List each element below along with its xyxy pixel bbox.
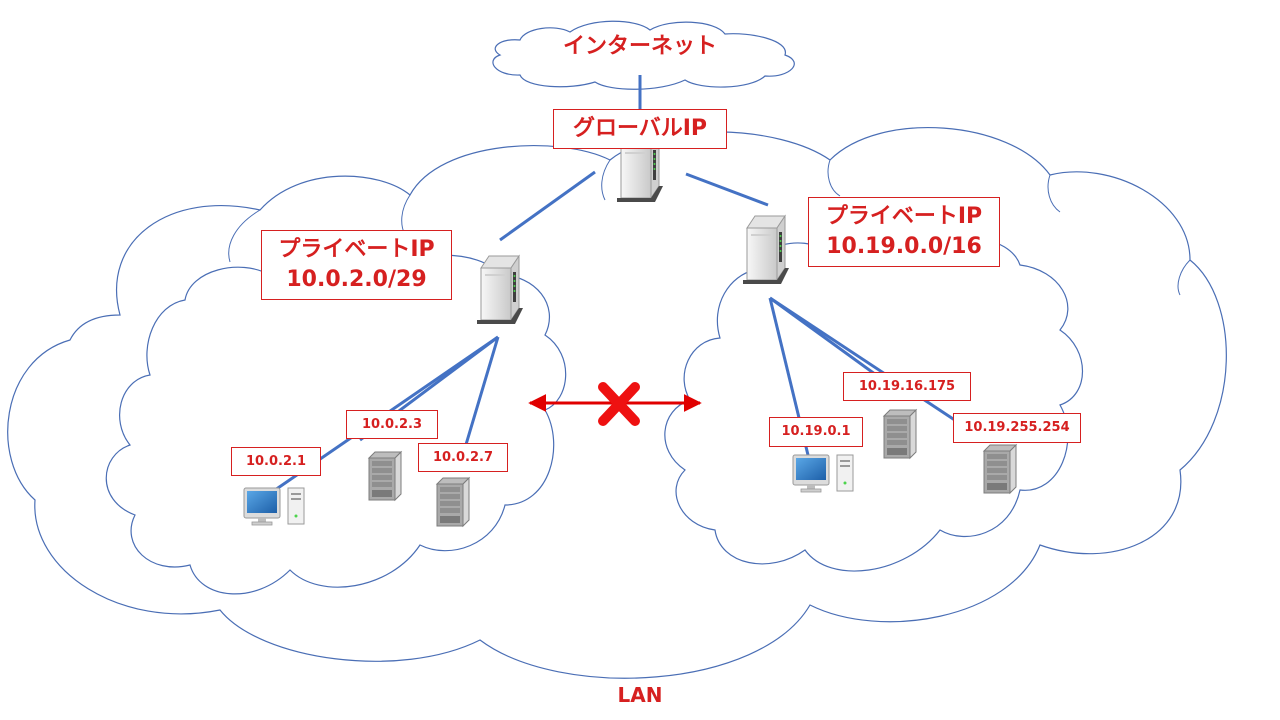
right-private-ip-label: プライベートIP 10.19.0.0/16: [808, 197, 1000, 267]
left-private-ip-subnet: 10.0.2.0/29: [286, 267, 427, 292]
internet-label: インターネット: [562, 34, 717, 59]
lan-label: LAN: [617, 683, 663, 707]
right-router-icon: [742, 215, 790, 285]
right-host-label-1: 10.19.0.1: [769, 417, 863, 447]
lan-cloud-scallops: [228, 159, 1191, 296]
right-private-ip-subnet: 10.19.0.0/16: [826, 234, 982, 259]
right-host-label-3: 10.19.255.254: [953, 413, 1081, 443]
link-right-router-server2: [769, 296, 986, 442]
link-global-left-router: [499, 170, 596, 242]
right-server-icon-1: [883, 409, 917, 459]
right-server-icon-2: [983, 444, 1017, 494]
internet-cloud: [492, 20, 795, 90]
left-router-icon: [476, 255, 524, 325]
global-ip-label: グローバルIP: [553, 109, 727, 149]
left-private-ip-title: プライベートIP: [278, 237, 435, 262]
left-host-label-2: 10.0.2.3: [346, 410, 438, 439]
link-left-router-server2: [460, 336, 500, 459]
link-global-right-router: [685, 172, 769, 207]
left-server-icon-1: [368, 451, 402, 501]
right-private-ip-title: プライベートIP: [825, 204, 983, 229]
right-host-label-2: 10.19.16.175: [843, 372, 971, 401]
left-server-icon-2: [436, 477, 470, 527]
left-host-label-3: 10.0.2.7: [418, 443, 508, 472]
left-private-ip-label: プライベートIP 10.0.2.0/29: [261, 230, 452, 300]
left-host-label-1: 10.0.2.1: [231, 447, 321, 476]
no-communication-x-icon: [598, 382, 640, 426]
